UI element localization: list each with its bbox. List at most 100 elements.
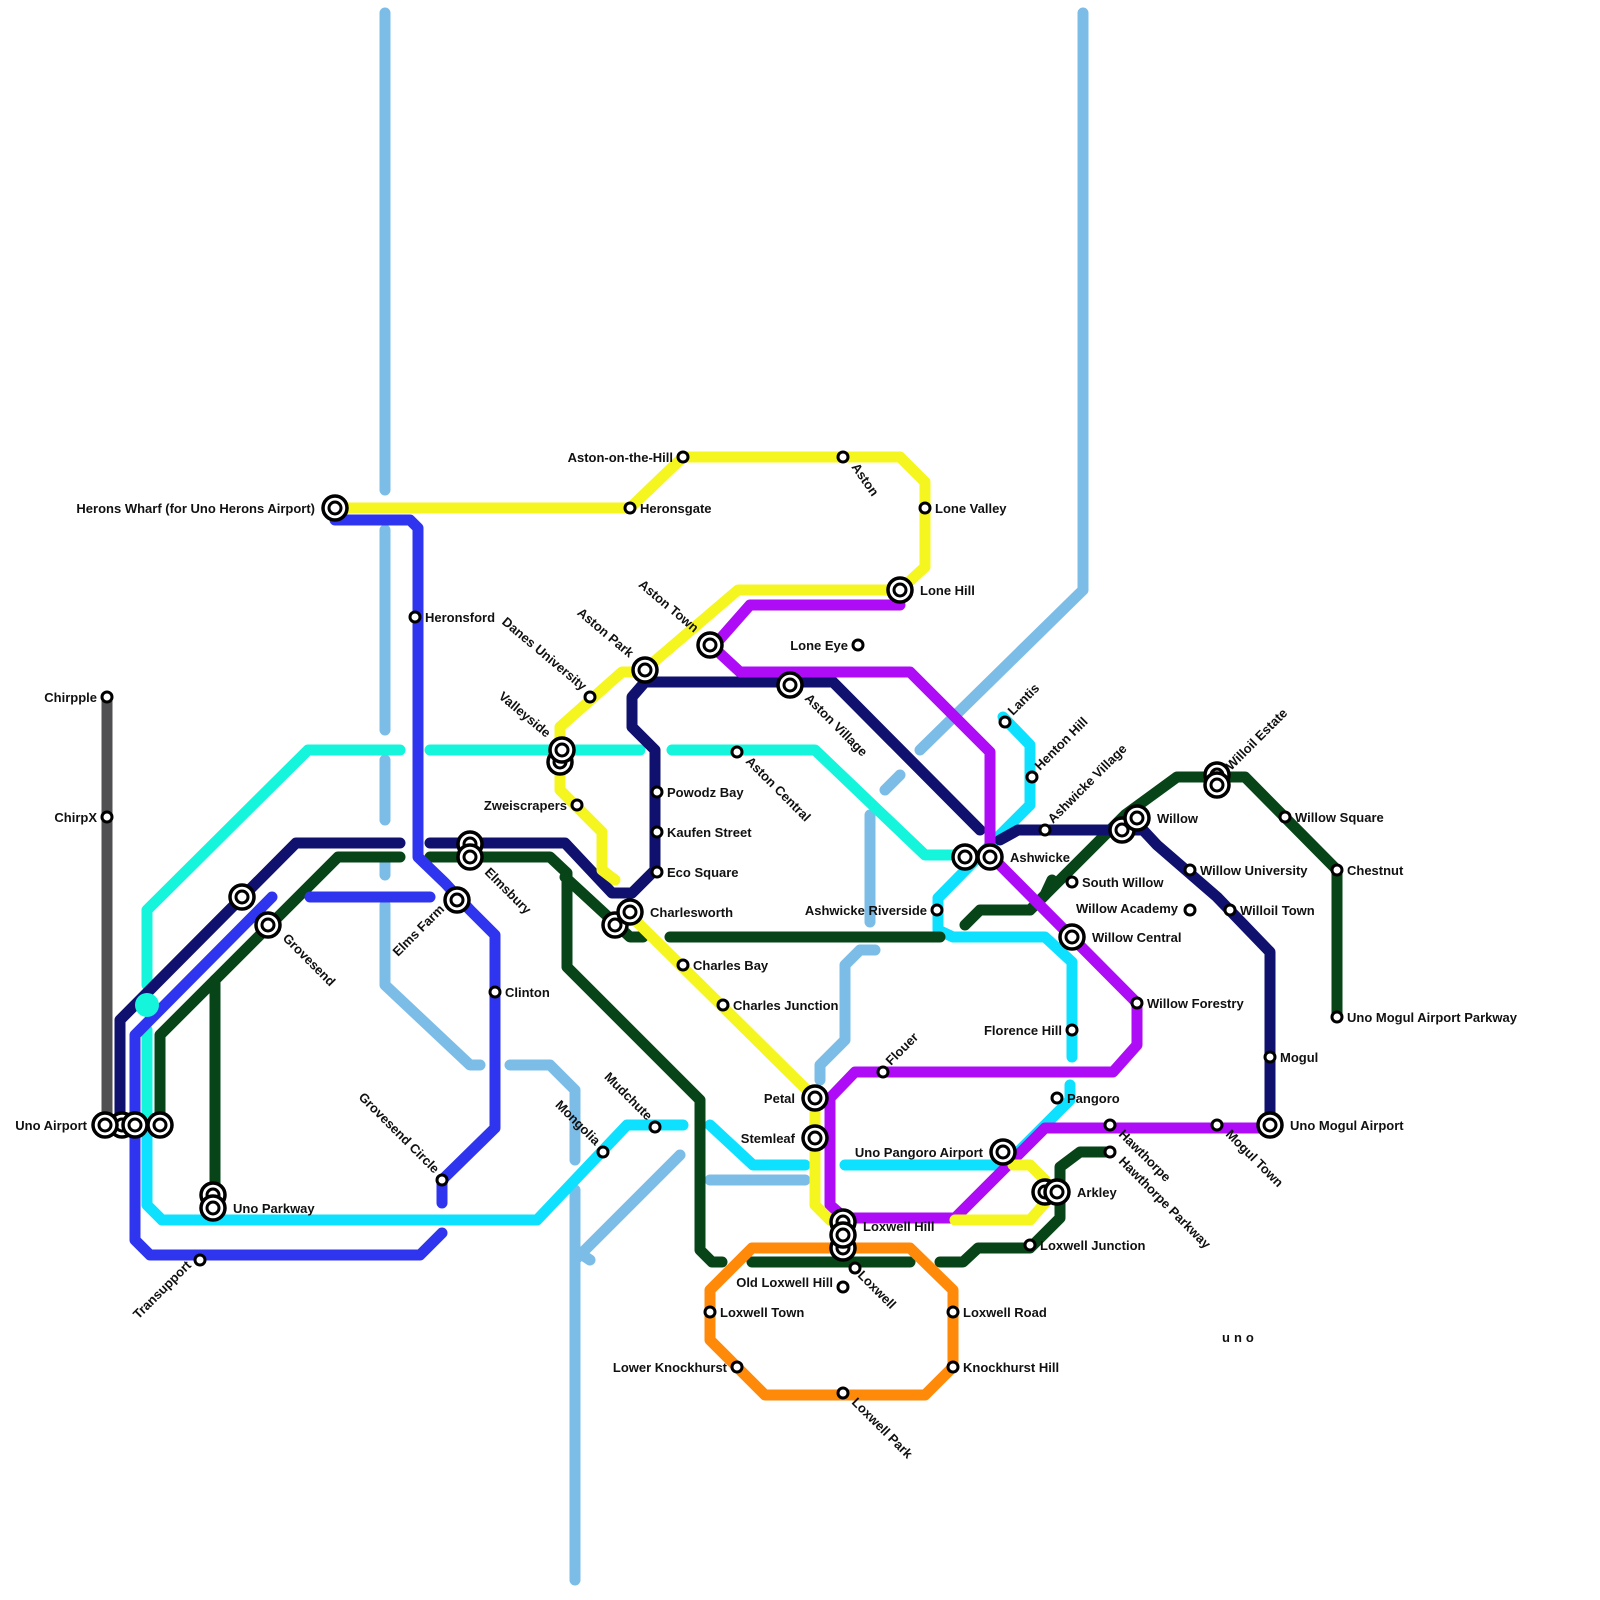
station-henton-hill[interactable]: Henton Hill xyxy=(1027,714,1091,782)
station-ashwicke[interactable]: Ashwicke xyxy=(978,845,1070,869)
station-marker xyxy=(838,1388,848,1398)
interchange-marker-core xyxy=(1051,1186,1063,1198)
station-marker xyxy=(652,827,662,837)
station-marker xyxy=(585,692,595,702)
station-charlesworth[interactable]: Charlesworth xyxy=(618,900,733,924)
station-marker xyxy=(650,1122,660,1132)
station-stemleaf[interactable]: Stemleaf xyxy=(741,1126,827,1150)
station-uno-mogul-airport-parkway[interactable]: Uno Mogul Airport Parkway xyxy=(1332,1010,1518,1025)
station-label: Mogul xyxy=(1280,1050,1318,1065)
station-marker xyxy=(1105,1120,1115,1130)
station-grovesend-circle[interactable]: Grovesend Circle xyxy=(356,1089,447,1185)
station-label: ChirpX xyxy=(54,810,97,825)
station-loxwell-junction[interactable]: Loxwell Junction xyxy=(1025,1238,1146,1253)
station-south-willow[interactable]: South Willow xyxy=(1067,875,1164,890)
station-label: Uno Parkway xyxy=(233,1201,315,1216)
station-marker xyxy=(490,987,500,997)
station-marker xyxy=(410,612,420,622)
interchange-marker-core xyxy=(1131,812,1143,824)
station-mogul[interactable]: Mogul xyxy=(1265,1050,1318,1065)
station-transupport[interactable]: Transupport xyxy=(130,1255,205,1322)
station-label: Chestnut xyxy=(1347,863,1404,878)
station-marker xyxy=(1067,877,1077,887)
station-label: Uno Airport xyxy=(15,1118,87,1133)
station-powodz-bay[interactable]: Powodz Bay xyxy=(652,785,744,800)
station-grovesend[interactable]: Grovesend xyxy=(256,913,339,989)
station-label: Old Loxwell Hill xyxy=(736,1275,833,1290)
station-label: Aston Central xyxy=(743,754,814,825)
station-label: Danes University xyxy=(499,614,590,694)
station-marker xyxy=(572,800,582,810)
station-florence-hill[interactable]: Florence Hill xyxy=(984,1023,1077,1038)
station-label: Powodz Bay xyxy=(667,785,744,800)
station-charles-junction[interactable]: Charles Junction xyxy=(718,998,839,1013)
station-label: Florence Hill xyxy=(984,1023,1062,1038)
station-lone-hill[interactable]: Lone Hill xyxy=(888,578,975,602)
station-kaufen-street[interactable]: Kaufen Street xyxy=(652,825,752,840)
station-label: Willow Academy xyxy=(1076,901,1179,916)
station-label: Willow xyxy=(1157,811,1199,826)
station-loxwell[interactable]: Loxwell xyxy=(850,1263,899,1312)
interchange-marker-core xyxy=(262,919,274,931)
station-label: Aston-on-the-Hill xyxy=(568,450,673,465)
station-label: Stemleaf xyxy=(741,1131,796,1146)
station-uno-airport[interactable]: Uno Airport xyxy=(15,1113,117,1137)
junction-node xyxy=(135,993,159,1017)
interchange-ring xyxy=(148,1113,172,1137)
station-lone-eye[interactable]: Lone Eye xyxy=(790,638,863,653)
station-danes-university[interactable]: Danes University xyxy=(499,614,595,702)
station-herons-wharf[interactable]: Herons Wharf (for Uno Herons Airport) xyxy=(76,496,347,520)
station-marker xyxy=(102,692,112,702)
station-marker xyxy=(1000,717,1010,727)
station-chestnut[interactable]: Chestnut xyxy=(1332,863,1404,878)
station-label: Arkley xyxy=(1077,1185,1118,1200)
station-marker xyxy=(1332,865,1342,875)
station-willow-academy[interactable]: Willow Academy xyxy=(1076,901,1195,916)
station-willow-square[interactable]: Willow Square xyxy=(1280,810,1384,825)
station-marker xyxy=(948,1362,958,1372)
station-marker xyxy=(1040,825,1050,835)
station-willow-central[interactable]: Willow Central xyxy=(1060,925,1181,949)
station-label: Heronsford xyxy=(425,610,495,625)
station-marker xyxy=(705,1307,715,1317)
station-willow[interactable]: Willow xyxy=(1125,806,1199,830)
station-label: Grovesend Circle xyxy=(356,1089,443,1176)
station-label: Ashwicke xyxy=(1010,850,1070,865)
station-marker xyxy=(948,1307,958,1317)
station-ashwicke-riverside[interactable]: Ashwicke Riverside xyxy=(805,903,942,918)
interchange-marker-core xyxy=(894,584,906,596)
station-aston-central[interactable]: Aston Central xyxy=(732,747,814,824)
station-petal[interactable]: Petal xyxy=(764,1086,827,1110)
station-willow-forestry[interactable]: Willow Forestry xyxy=(1132,996,1244,1011)
station-label: Aston xyxy=(849,460,882,499)
interchange-marker-core xyxy=(464,851,476,863)
station-label: Lower Knockhurst xyxy=(613,1360,728,1375)
station-label: Petal xyxy=(764,1091,795,1106)
station-marker xyxy=(598,1147,608,1157)
station-label: Loxwell Park xyxy=(849,1395,916,1462)
station-marker xyxy=(1265,1052,1275,1062)
station-label: Herons Wharf (for Uno Herons Airport) xyxy=(76,501,315,516)
station-label: Elms Farm xyxy=(390,902,448,960)
station-lantis[interactable]: Lantis xyxy=(1000,680,1042,727)
station-lower-knockhurst[interactable]: Lower Knockhurst xyxy=(613,1360,742,1375)
station-marker xyxy=(920,503,930,513)
interchange-marker-core xyxy=(809,1132,821,1144)
station-label: Willow Forestry xyxy=(1147,996,1244,1011)
station-old-loxwell-hill[interactable]: Old Loxwell Hill xyxy=(736,1275,848,1292)
station-uno-mogul-airport[interactable]: Uno Mogul Airport xyxy=(1258,1113,1404,1137)
station-willow-university[interactable]: Willow University xyxy=(1185,863,1308,878)
station-arkley[interactable]: Arkley xyxy=(1045,1180,1118,1204)
interchange-ring xyxy=(123,1113,147,1137)
station-label: Heronsgate xyxy=(640,501,712,516)
station-aston-on-the-hill[interactable]: Aston-on-the-Hill xyxy=(568,450,688,465)
station-marker xyxy=(1225,905,1235,915)
station-loxwell-road[interactable]: Loxwell Road xyxy=(948,1305,1047,1320)
station-lone-valley[interactable]: Lone Valley xyxy=(920,501,1007,516)
station-label: South Willow xyxy=(1082,875,1164,890)
station-eco-square[interactable]: Eco Square xyxy=(652,865,739,880)
station-knockhurst-hill[interactable]: Knockhurst Hill xyxy=(948,1360,1059,1375)
station-loxwell-town[interactable]: Loxwell Town xyxy=(705,1305,804,1320)
station-label: Aston Town xyxy=(636,577,702,636)
station-marker xyxy=(437,1175,447,1185)
